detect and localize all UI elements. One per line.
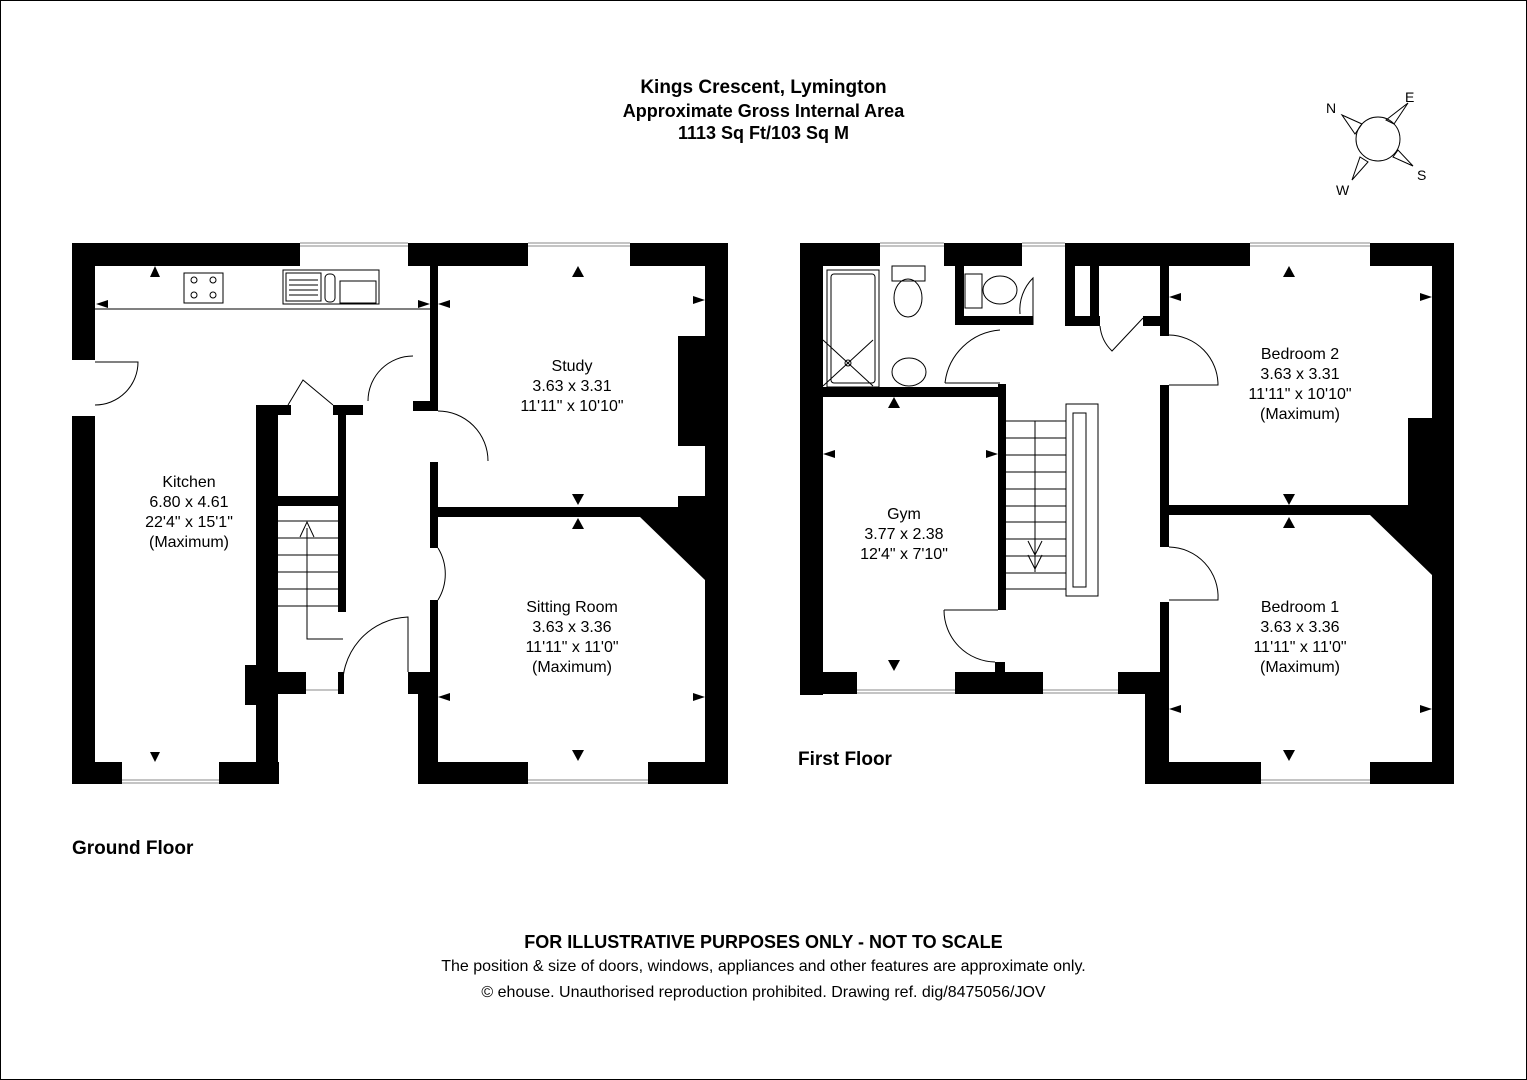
room-note: (Maximum) (149, 534, 229, 551)
room-note: (Maximum) (532, 659, 612, 676)
compass-east-label: E (1405, 89, 1415, 105)
room-name: Gym (887, 506, 921, 523)
room-name: Study (551, 358, 593, 375)
disclaimer: FOR ILLUSTRATIVE PURPOSES ONLY - NOT TO … (524, 932, 1003, 952)
room-imperial: 11'11" x 11'0" (525, 639, 619, 656)
room-metric: 6.80 x 4.61 (149, 494, 229, 511)
room-metric: 3.63 x 3.36 (532, 619, 612, 636)
room-name: Kitchen (162, 474, 216, 491)
approximation-note: The position & size of doors, windows, a… (441, 958, 1086, 975)
room-label-bedroom-2: Bedroom 2 3.63 x 3.31 11'11" x 10'10" (M… (1248, 345, 1351, 425)
area-value: 1113 Sq Ft/103 Sq M (677, 123, 850, 143)
plan-footer: FOR ILLUSTRATIVE PURPOSES ONLY - NOT TO … (0, 930, 1527, 1006)
room-imperial: 11'11" x 10'10" (1248, 386, 1352, 403)
property-title: Kings Crescent, Lymington (640, 77, 887, 98)
room-imperial: 12'4" x 7'10" (860, 546, 948, 563)
room-metric: 3.63 x 3.36 (1260, 619, 1340, 636)
first-floor-label: First Floor (798, 749, 892, 770)
room-metric: 3.63 x 3.31 (532, 378, 612, 395)
compass-north-label: N (1326, 100, 1337, 116)
room-imperial: 11'11" x 10'10" (520, 398, 624, 415)
room-metric: 3.77 x 2.38 (864, 526, 944, 543)
room-label-kitchen: Kitchen 6.80 x 4.61 22'4" x 15'1" (Maxim… (145, 473, 233, 553)
room-note: (Maximum) (1260, 659, 1340, 676)
room-name: Bedroom 2 (1260, 346, 1340, 363)
compass-west-label: W (1336, 182, 1350, 198)
room-name: Sitting Room (526, 599, 618, 616)
copyright-note: © ehouse. Unauthorised reproduction proh… (481, 984, 1046, 1001)
ground-floor-label: Ground Floor (72, 838, 194, 859)
plan-header: Kings Crescent, Lymington Approximate Gr… (0, 76, 1527, 144)
room-imperial: 11'11" x 11'0" (1253, 639, 1347, 656)
room-imperial: 22'4" x 15'1" (145, 514, 233, 531)
area-subtitle: Approximate Gross Internal Area (622, 101, 905, 121)
room-label-study: Study 3.63 x 3.31 11'11" x 10'10" (520, 357, 623, 417)
room-label-sitting-room: Sitting Room 3.63 x 3.36 11'11" x 11'0" … (525, 598, 618, 678)
compass-south-label: S (1417, 167, 1427, 183)
room-note: (Maximum) (1259, 406, 1340, 423)
room-label-bedroom-1: Bedroom 1 3.63 x 3.36 11'11" x 11'0" (Ma… (1253, 598, 1346, 678)
room-label-gym: Gym 3.77 x 2.38 12'4" x 7'10" (860, 505, 948, 565)
room-name: Bedroom 1 (1260, 599, 1340, 616)
room-metric: 3.63 x 3.31 (1260, 366, 1340, 383)
